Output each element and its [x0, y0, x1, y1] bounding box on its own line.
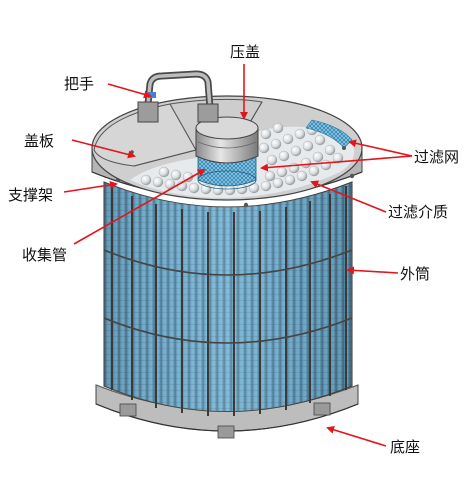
press-cover-cap [195, 116, 259, 164]
label-outer-cylinder: 外筒 [400, 265, 431, 283]
cylinder-body [103, 181, 353, 416]
label-cover-plate: 盖板 [24, 132, 55, 150]
arrow-handle [107, 83, 152, 99]
label-filter-mesh: 过滤网 [414, 148, 460, 166]
handle [137, 70, 219, 123]
arrow-outer-cylinder [346, 266, 399, 275]
label-support-frame: 支撑架 [8, 186, 54, 204]
label-handle: 把手 [64, 75, 95, 93]
label-collector-pipe: 收集管 [22, 246, 68, 264]
arrow-filter-mesh-2 [260, 155, 413, 172]
arrow-cover-plate [71, 139, 136, 159]
arrow-filter-mesh-1 [348, 139, 413, 157]
leader-arrows [63, 64, 413, 447]
arrow-collector-pipe [73, 169, 206, 245]
arrow-filter-media [310, 180, 387, 213]
label-press-cover: 压盖 [230, 43, 261, 61]
label-base: 底座 [390, 438, 421, 456]
arrow-support-frame [63, 180, 118, 193]
arrow-base [326, 425, 387, 447]
label-filter-media: 过滤介质 [388, 203, 449, 221]
